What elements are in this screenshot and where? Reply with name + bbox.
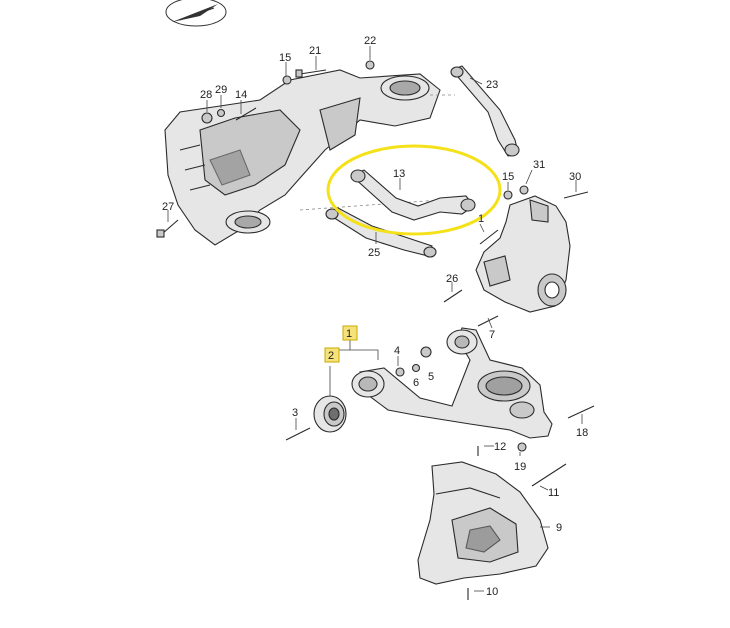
callout-22: 22 <box>364 35 376 47</box>
leader-lines <box>167 46 583 592</box>
callout-30: 30 <box>569 171 581 183</box>
hardware-parts <box>156 60 595 600</box>
callout-15-upper: 15 <box>279 52 291 64</box>
bushing-part <box>313 395 347 433</box>
callout-29: 29 <box>215 84 227 96</box>
callout-18: 18 <box>576 427 588 439</box>
camber-arm-part <box>350 169 476 221</box>
callout-1-knuckle-bolt: 1 <box>478 213 484 225</box>
orientation-compass-icon <box>165 0 227 27</box>
wheel-carrier-part <box>475 195 571 313</box>
callout-4: 4 <box>394 345 400 357</box>
callout-2: 2 <box>328 350 334 362</box>
callout-10: 10 <box>486 586 498 598</box>
callout-28: 28 <box>200 89 212 101</box>
callout-21: 21 <box>309 45 321 57</box>
callout-31: 31 <box>533 159 545 171</box>
upper-link-arm-part <box>450 65 520 157</box>
subframe-part <box>164 69 455 246</box>
callout-23: 23 <box>486 79 498 91</box>
spring-plate-part <box>417 461 549 585</box>
callout-1: 1 <box>346 328 352 340</box>
callout-13: 13 <box>393 168 405 180</box>
lower-control-arm-part <box>351 327 553 439</box>
callout-box-2 <box>324 347 340 363</box>
callout-15-lower: 15 <box>502 171 514 183</box>
callout-labels: 1 2 3 4 5 6 7 9 10 11 12 13 14 15 15 18 … <box>162 35 588 598</box>
callout-11: 11 <box>548 487 559 499</box>
callout-5: 5 <box>428 371 434 383</box>
callout-3: 3 <box>292 407 298 419</box>
callout-12: 12 <box>494 441 506 453</box>
callout-7: 7 <box>489 329 495 341</box>
callout-27: 27 <box>162 201 174 213</box>
callout-9: 9 <box>556 522 562 534</box>
callout-6: 6 <box>413 377 419 389</box>
callout-box-1 <box>342 325 358 341</box>
callout-14: 14 <box>235 89 247 101</box>
callout-25: 25 <box>368 247 380 259</box>
callout-19: 19 <box>514 461 526 473</box>
callout-26: 26 <box>446 273 458 285</box>
highlight-ring <box>326 144 502 236</box>
